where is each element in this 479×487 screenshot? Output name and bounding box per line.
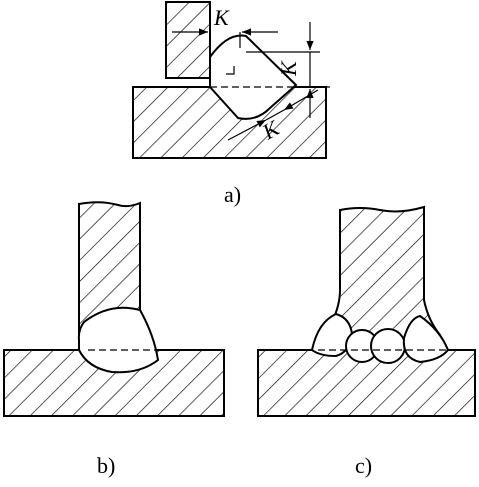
- weld-bead-a: [209, 34, 298, 120]
- weld-bead-b: [77, 306, 160, 374]
- vertical-plate-a: [165, 1, 211, 79]
- panel-b-label: b): [97, 453, 116, 478]
- dimension-k-vertical: [246, 22, 330, 118]
- weld-bead-pass-2: [370, 328, 406, 364]
- dimension-k-horizontal: [172, 2, 278, 48]
- k-label-top: K: [213, 5, 230, 30]
- dimension-k-diagonal: [227, 89, 319, 141]
- panel-b: [3, 201, 225, 417]
- panel-c-label: c): [355, 453, 373, 478]
- k-label-right: K: [276, 60, 301, 77]
- panel-c: [257, 205, 476, 417]
- vertical-plate-b: [78, 201, 141, 342]
- weld-bead-right: [402, 314, 450, 364]
- panel-a-label: a): [224, 182, 242, 207]
- panel-a: [132, 1, 330, 159]
